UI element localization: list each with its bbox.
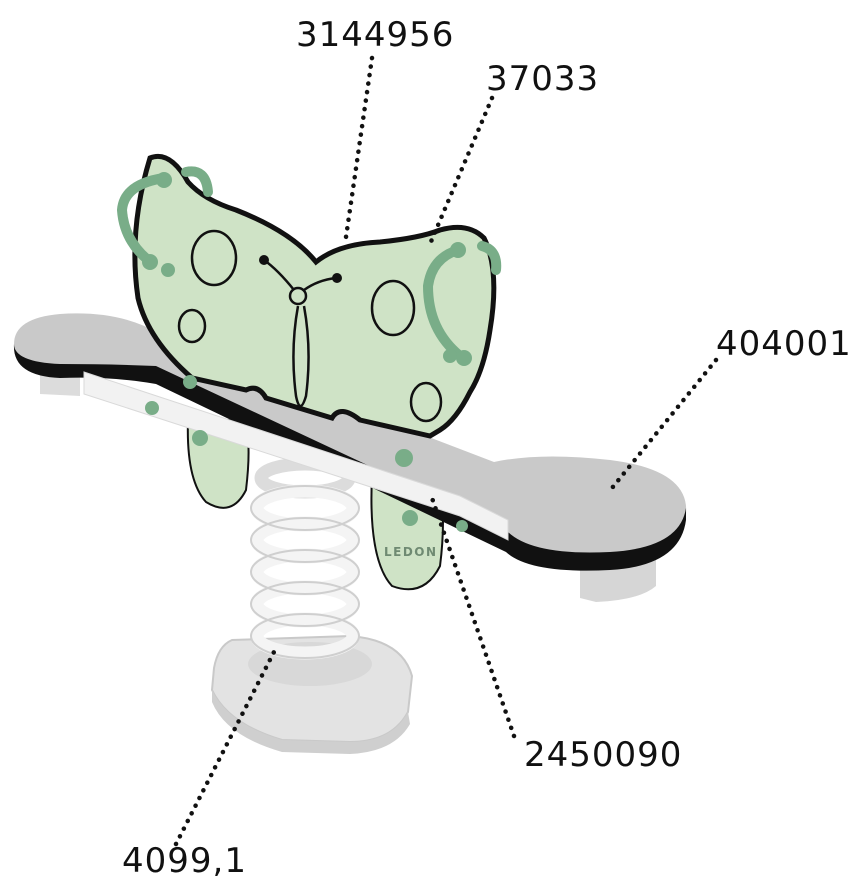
leader-top <box>345 58 372 244</box>
brand-label: LEDON <box>384 545 438 559</box>
callout-top: 3144956 <box>296 15 454 55</box>
leader-handle <box>430 98 492 244</box>
callout-handle: 37033 <box>486 59 599 99</box>
callout-beam: 2450090 <box>524 735 682 775</box>
spring-coil <box>257 464 353 653</box>
callout-spring: 4099,1 <box>122 841 247 877</box>
